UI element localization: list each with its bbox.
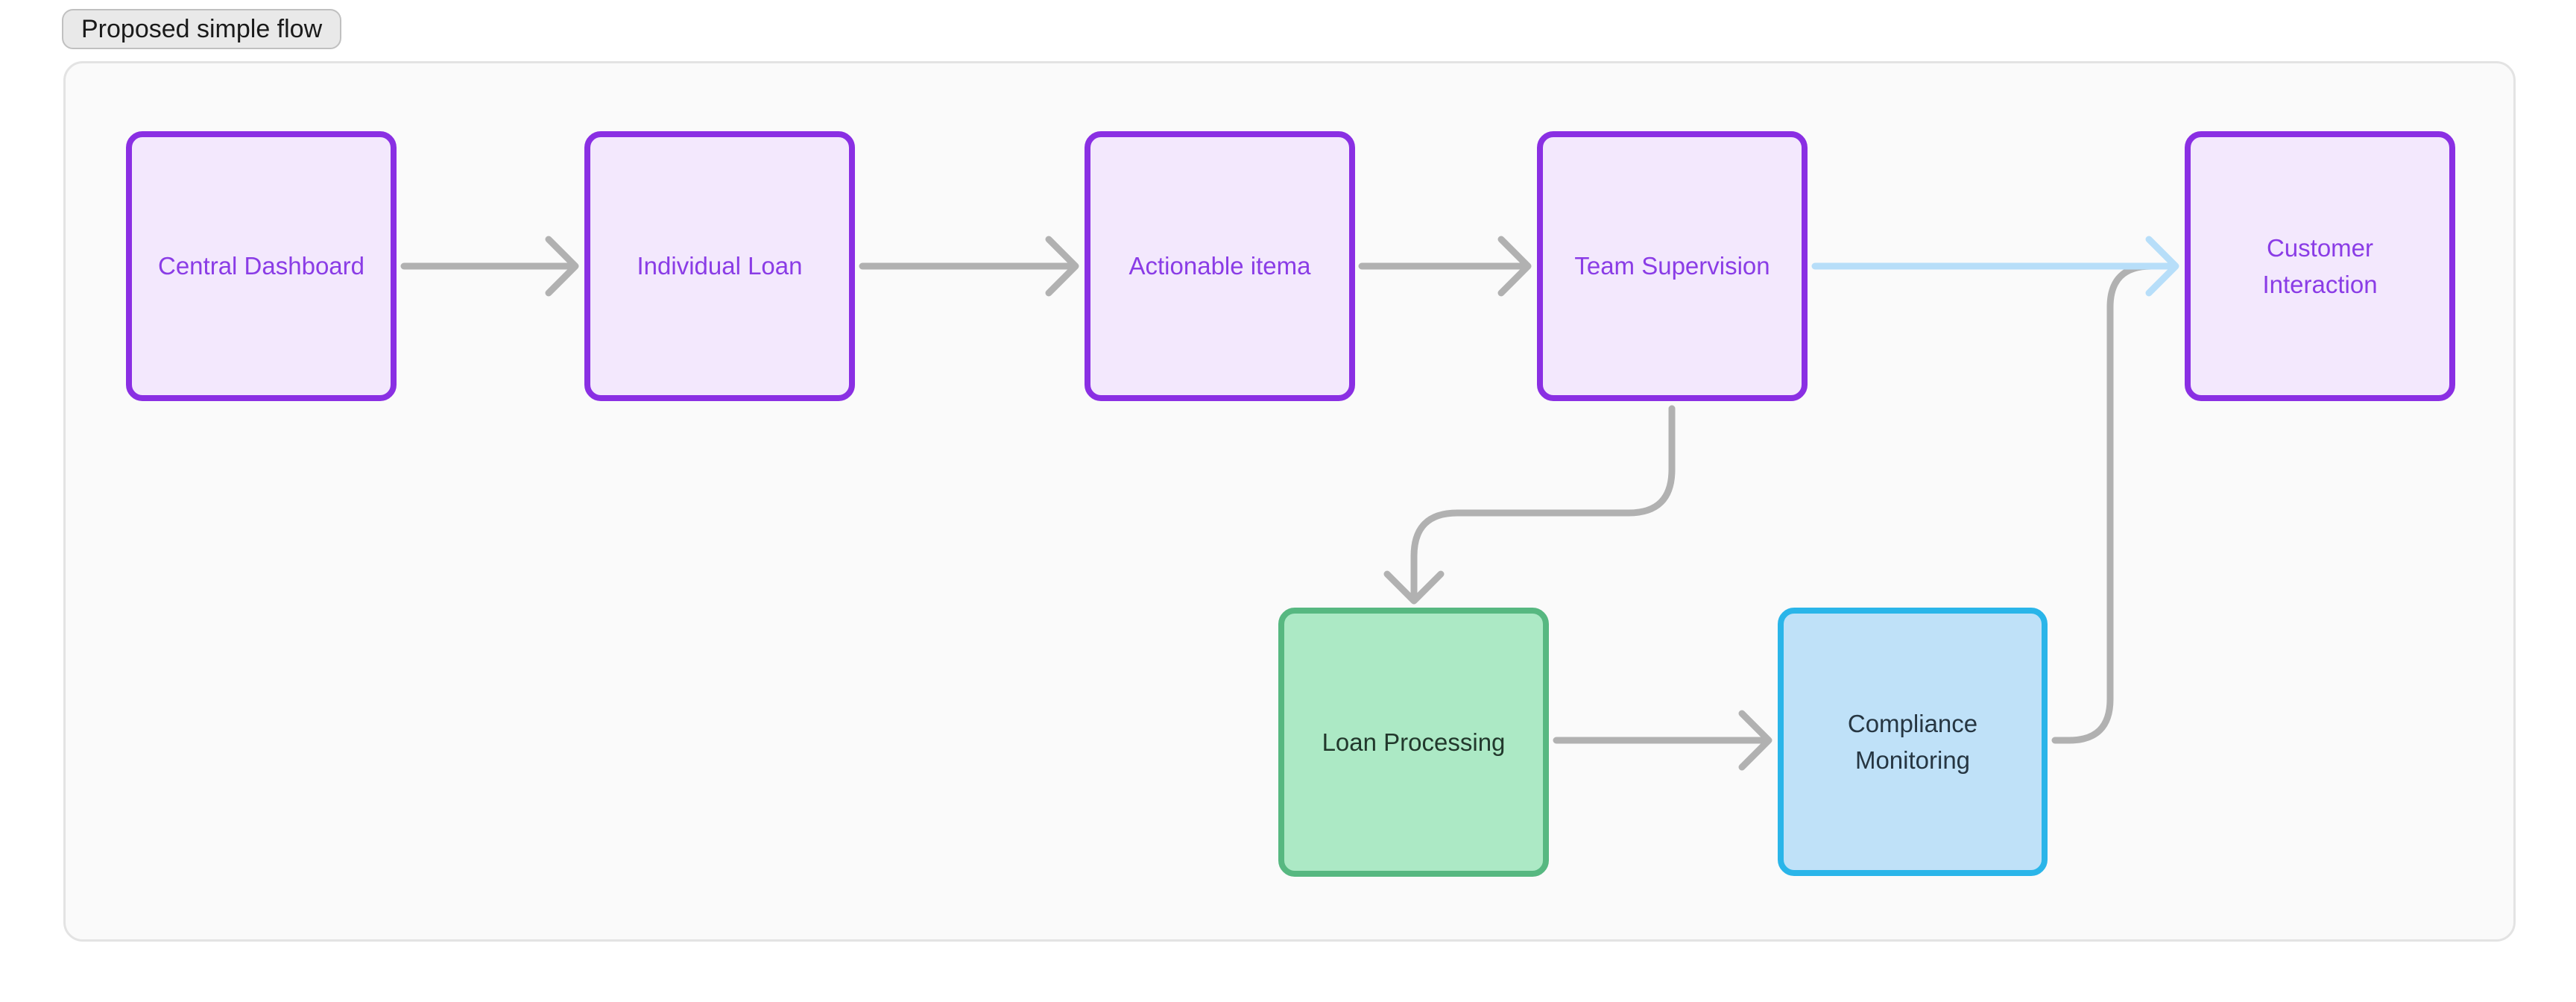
node-individual-loan[interactable]: Individual Loan <box>584 131 855 401</box>
node-label: Actionable itema <box>1128 252 1311 280</box>
node-label: Loan Processing <box>1322 728 1506 756</box>
node-compliance-monitoring[interactable]: Compliance Monitoring <box>1778 608 2048 876</box>
node-label: Customer Interaction <box>2262 233 2378 299</box>
node-label: Compliance Monitoring <box>1847 709 1978 775</box>
diagram-title-badge: Proposed simple flow <box>62 9 342 49</box>
node-team-supervision[interactable]: Team Supervision <box>1537 131 1808 401</box>
node-central-dashboard[interactable]: Central Dashboard <box>126 131 397 401</box>
node-actionable-itema[interactable]: Actionable itema <box>1085 131 1355 401</box>
node-label: Team Supervision <box>1574 252 1770 280</box>
node-customer-interaction[interactable]: Customer Interaction <box>2185 131 2455 401</box>
node-label: Individual Loan <box>637 252 803 280</box>
node-label: Central Dashboard <box>158 252 364 280</box>
node-loan-processing[interactable]: Loan Processing <box>1278 608 1549 877</box>
